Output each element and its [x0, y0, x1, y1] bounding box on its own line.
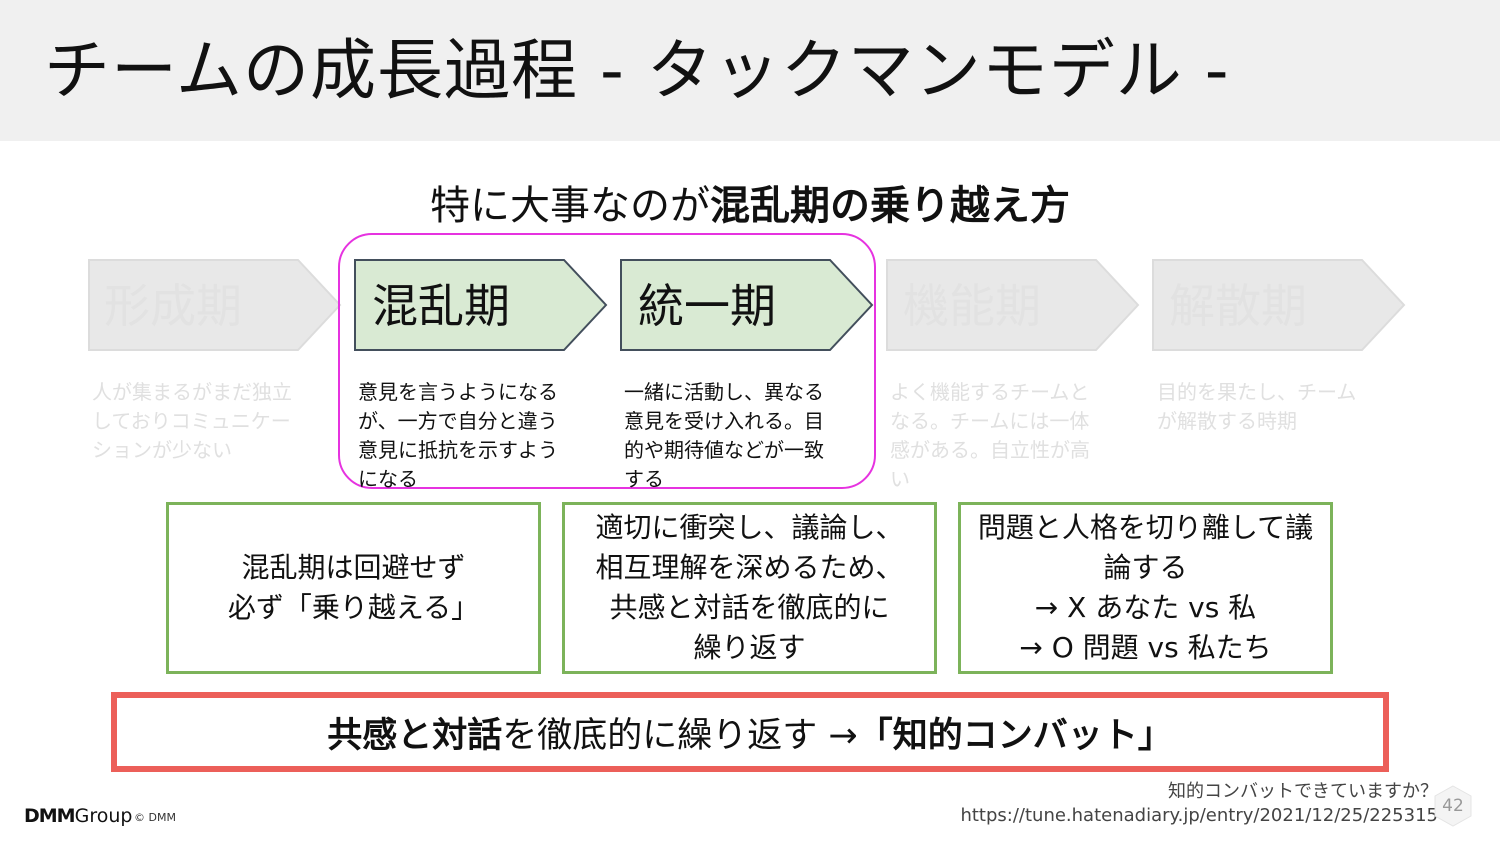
stage-desc-adjourning: 目的を果たし、チームが解散する時期 — [1157, 380, 1357, 433]
logo-main: DMM — [24, 805, 76, 827]
stage-label-storming: 混乱期 — [372, 279, 510, 333]
point-box-2: 適切に衝突し、議論し、 相互理解を深めるため、 共感と対話を徹底的に 繰り返す — [562, 502, 937, 674]
conclusion-box: 共感と対話を徹底的に繰り返す → 「知的コンバット」 — [111, 692, 1389, 772]
logo-group: Group — [74, 805, 133, 827]
slide-title: チームの成長過程 - タックマンモデル - — [44, 32, 1230, 109]
highlight-frame — [338, 233, 876, 489]
stage-label-formation: 形成期 — [104, 279, 242, 333]
source-url[interactable]: https://tune.hatenadiary.jp/entry/2021/1… — [960, 805, 1438, 826]
point-3-line-3: → X あなた vs 私 — [1034, 591, 1257, 624]
stage-label-norming: 統一期 — [638, 279, 776, 333]
point-2-line-1: 適切に衝突し、議論し、 — [595, 511, 904, 544]
copyright: © DMM — [134, 811, 176, 824]
conclusion-bold-1: 共感と対話 — [327, 715, 503, 756]
stage-desc-performing: よく機能するチームとなる。チームには一体感がある。自立性が高い — [890, 380, 1090, 491]
point-box-3: 問題と人格を切り離して議 論する → X あなた vs 私 → O 問題 vs … — [958, 502, 1333, 674]
point-2-line-2: 相互理解を深めるため、 — [595, 551, 904, 584]
company-logo: DMMGroup — [24, 805, 132, 827]
point-1-line-2: 必ず「乗り越える」 — [227, 591, 480, 624]
stage-arrow-3 — [620, 259, 874, 351]
point-3-line-4: → O 問題 vs 私たち — [1019, 631, 1272, 664]
page-number: 42 — [1442, 796, 1464, 816]
slide-header — [0, 0, 1500, 141]
stage-desc-storming: 意見を言うようになるが、一方で自分と違う意見に抵抗を示すようになる — [358, 380, 558, 491]
source-citation: 知的コンバットできていますか？ https://tune.hatenadiary… — [960, 780, 1438, 828]
point-box-1: 混乱期は回避せず 必ず「乗り越える」 — [166, 502, 541, 674]
subtitle-bold: 混乱期の乗り越え方 — [710, 183, 1070, 229]
point-1-line-1: 混乱期は回避せず — [241, 551, 466, 584]
stage-desc-norming: 一緒に活動し、異なる意見を受け入れる。目的や期待値などが一致する — [624, 380, 824, 491]
point-2-line-4: 繰り返す — [693, 631, 806, 664]
point-2-line-3: 共感と対話を徹底的に — [609, 591, 890, 624]
stage-arrow-4 — [886, 259, 1140, 351]
subtitle-normal: 特に大事なのが — [430, 183, 710, 229]
stage-label-adjourning: 解散期 — [1169, 279, 1307, 333]
conclusion-bold-2: 「知的コンバット」 — [857, 715, 1173, 756]
stage-arrow-5 — [1152, 259, 1406, 351]
point-3-line-1: 問題と人格を切り離して議 — [977, 511, 1314, 544]
conclusion-text: を徹底的に繰り返す → — [502, 715, 858, 756]
page-number-badge-icon — [1434, 785, 1472, 827]
stage-arrow-2 — [354, 259, 608, 351]
stage-desc-formation: 人が集まるがまだ独立しておりコミュニケーションが少ない — [92, 380, 292, 462]
stage-arrow-1 — [88, 259, 342, 351]
point-3-line-2: 論する — [1103, 551, 1188, 584]
stage-label-performing: 機能期 — [903, 279, 1041, 333]
slide-subtitle: 特に大事なのが混乱期の乗り越え方 — [0, 178, 1500, 234]
source-title: 知的コンバットできていますか？ — [1168, 781, 1438, 802]
